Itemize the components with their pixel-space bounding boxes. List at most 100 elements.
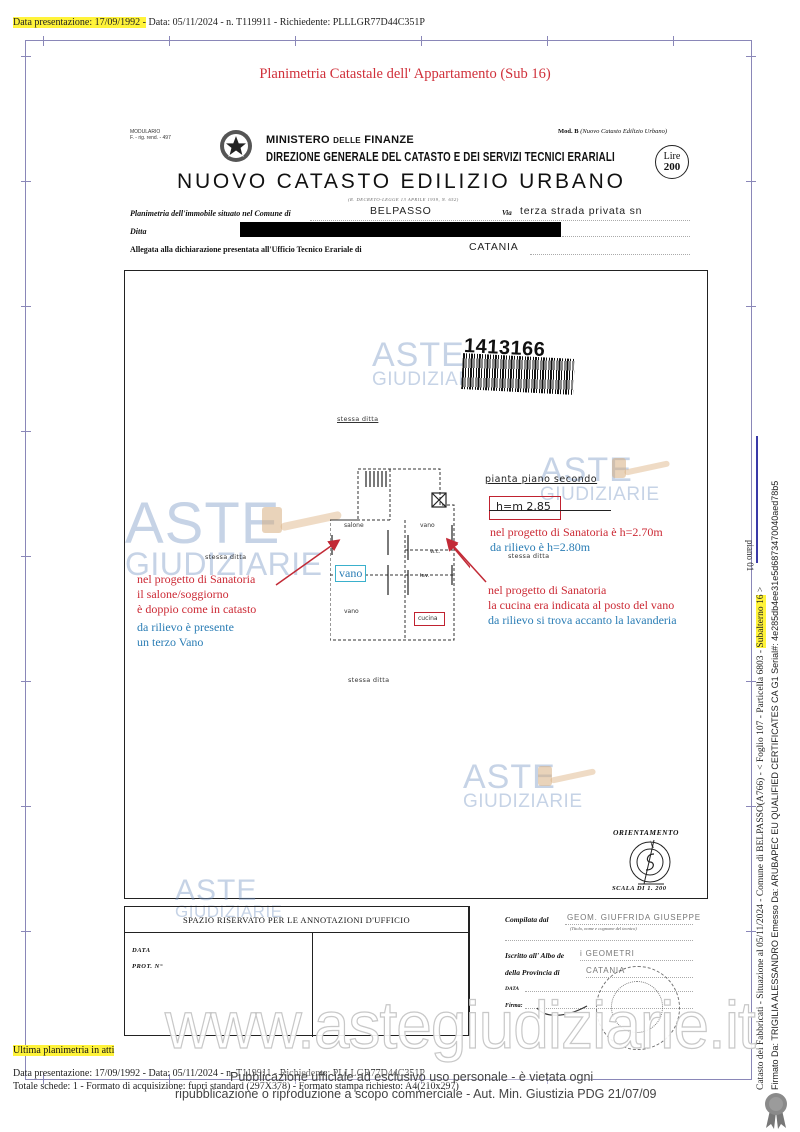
frame-tick — [169, 1074, 170, 1084]
left-note-red-line: nel progetto di Sanatoria — [137, 572, 256, 586]
iscritto-value: i GEOMETRI — [580, 949, 635, 958]
frame-tick — [21, 806, 31, 807]
frame-tick — [21, 56, 31, 57]
left-note-red-line: è doppio come in catasto — [137, 602, 257, 616]
office-title: SPAZIO RISERVATO PER LE ANNOTAZIONI D'UF… — [125, 907, 468, 933]
form-dotline — [505, 940, 693, 941]
page-frame — [21, 36, 756, 1084]
decreto-note: (R. DECRETO-LEGGE 13 APRILE 1939, N. 652… — [348, 197, 459, 202]
side-firmato-line: Firmato Da: TRIGILIA ALESSANDRO Emesso D… — [770, 480, 780, 1090]
form-dotline — [580, 960, 693, 961]
pianta-label: pianta piano secondo — [485, 474, 598, 485]
presentation-date-highlight: Data presentazione: 17/09/1992 - — [13, 17, 147, 28]
frame-tick — [421, 1074, 422, 1084]
vano-highlight-box: vano — [335, 565, 367, 582]
frame-tick — [21, 681, 31, 682]
watermark-aste: ASTE — [372, 336, 465, 374]
left-annotation: nel progetto di Sanatoria il salone/sogg… — [137, 572, 256, 650]
side-catasto-end: > — [756, 586, 766, 595]
side-subalterno: Subalterno 16 — [756, 594, 766, 648]
footer-line-2: Totale schede: 1 - Formato di acquisizio… — [13, 1081, 459, 1092]
floor-plan-drawing: salone vano w.c. lav. vano — [330, 468, 455, 641]
form-dotline — [530, 254, 690, 255]
stessa-ditta-left: stessa ditta — [205, 553, 247, 561]
frame-tick — [21, 306, 31, 307]
planimetria-label: Planimetria dell'immobile situato nel Co… — [130, 209, 291, 218]
office-data-label: DATA — [132, 947, 151, 954]
frame-tick — [746, 806, 756, 807]
frame-tick — [421, 36, 422, 46]
ultima-planimetria-label: Ultima planimetria in atti — [13, 1045, 115, 1056]
gavel-icon — [538, 766, 598, 788]
comune-value: BELPASSO — [370, 205, 432, 217]
ministero-text: DELLE — [333, 136, 361, 145]
side-catasto-line: Catasto dei Fabbricati - Situazione al 0… — [756, 587, 766, 1090]
lire-stamp: Lire 200 — [655, 145, 689, 179]
cucina-highlight-box: cucina — [414, 612, 445, 626]
left-note-blue-line: un terzo Vano — [137, 635, 204, 649]
allegata-label: Allegata alla dichiarazione presentata a… — [130, 245, 362, 254]
frame-tick — [547, 36, 548, 46]
stessa-ditta-bottom: stessa ditta — [348, 676, 390, 684]
via-label: Via — [502, 209, 512, 217]
arrow-to-vano-icon — [445, 537, 487, 583]
modulario-line1: MODULARIO — [130, 129, 161, 135]
republic-emblem-icon — [220, 130, 252, 162]
compiler-data-label: DATA — [505, 986, 520, 992]
provincia-value: CATANIA — [586, 966, 626, 975]
mod-b-label: Mod. B (Nuovo Catasto Edilizio Urbano) — [558, 128, 667, 135]
barcode-icon — [461, 353, 575, 395]
watermark-logo: ASTE GIUDIZIARIE — [175, 876, 283, 921]
mod-b-code: Mod. B — [558, 128, 579, 135]
height-underline — [489, 510, 611, 511]
height-note-red: nel progetto di Sanatoria è h=2.70m — [490, 525, 663, 539]
ufficio-value: CATANIA — [469, 241, 519, 253]
frame-tick — [746, 681, 756, 682]
room-lav: lav. — [420, 573, 430, 579]
side-piano-label: piano 01 — [745, 540, 755, 572]
right-note-blue: da rilievo si trova accanto la lavanderi… — [488, 613, 677, 627]
form-dotline — [310, 220, 690, 221]
frame-tick — [43, 36, 44, 46]
frame-tick — [746, 56, 756, 57]
frame-tick — [746, 181, 756, 182]
office-annotations-box: SPAZIO RISERVATO PER LE ANNOTAZIONI D'UF… — [124, 906, 469, 1037]
office-divider — [312, 933, 313, 1037]
firma-label: Firma: — [505, 1003, 523, 1009]
room-vano: vano — [420, 522, 435, 529]
frame-tick — [169, 36, 170, 46]
side-catasto-text: Catasto dei Fabbricati - Situazione al 0… — [756, 647, 766, 1090]
compilata-sub: (Titolo, nome e cognome del tecnico) — [570, 926, 637, 931]
frame-tick — [673, 36, 674, 46]
header-meta-rest: Data: 05/11/2024 - n. T119911 - Richiede… — [146, 17, 425, 28]
side-bar — [756, 436, 758, 563]
iscritto-label: Iscritto all' Albo de — [505, 951, 565, 960]
left-note-red-line: il salone/soggiorno — [137, 587, 229, 601]
height-annotation: nel progetto di Sanatoria è h=2.70m da r… — [490, 525, 663, 555]
gavel-icon — [612, 458, 672, 480]
scala-label: SCALA DI 1. 200 — [612, 885, 667, 892]
left-note-blue-line: da rilievo è presente — [137, 620, 234, 634]
direzione-heading: DIREZIONE GENERALE DEL CATASTO E DEI SER… — [266, 150, 615, 164]
certified-ribbon-icon — [765, 1093, 787, 1129]
footer-line-1: Data presentazione: 17/09/1992 - Data: 0… — [13, 1068, 425, 1079]
ministero-text: FINANZE — [360, 134, 415, 146]
frame-tick — [21, 181, 31, 182]
stessa-ditta-right: stessa ditta — [508, 552, 550, 560]
document-title: Planimetria Catastale dell' Appartamento… — [259, 66, 551, 82]
publication-notice-1: Pubblicazione ufficiale ad esclusivo uso… — [230, 1070, 594, 1084]
modulario-line2: F. - rig. rend. - 497 — [130, 135, 171, 141]
watermark-giudiziarie: GIUDIZIARIE — [463, 790, 583, 812]
room-salone: salone — [344, 522, 364, 529]
frame-tick — [21, 931, 31, 932]
ministero-heading: MINISTERO DELLE FINANZE — [266, 134, 414, 146]
height-box: h=m 2,85 — [489, 496, 561, 520]
drawing-area — [124, 270, 708, 899]
signature-icon — [536, 1005, 588, 1016]
room-vano-bottom: vano — [344, 608, 359, 615]
via-value: terza strada privata sn — [520, 205, 643, 217]
form-dotline — [565, 924, 693, 925]
lire-value: 200 — [663, 161, 681, 173]
catasto-heading: NUOVO CATASTO EDILIZIO URBANO — [177, 170, 626, 193]
office-right-edge — [469, 906, 470, 1036]
